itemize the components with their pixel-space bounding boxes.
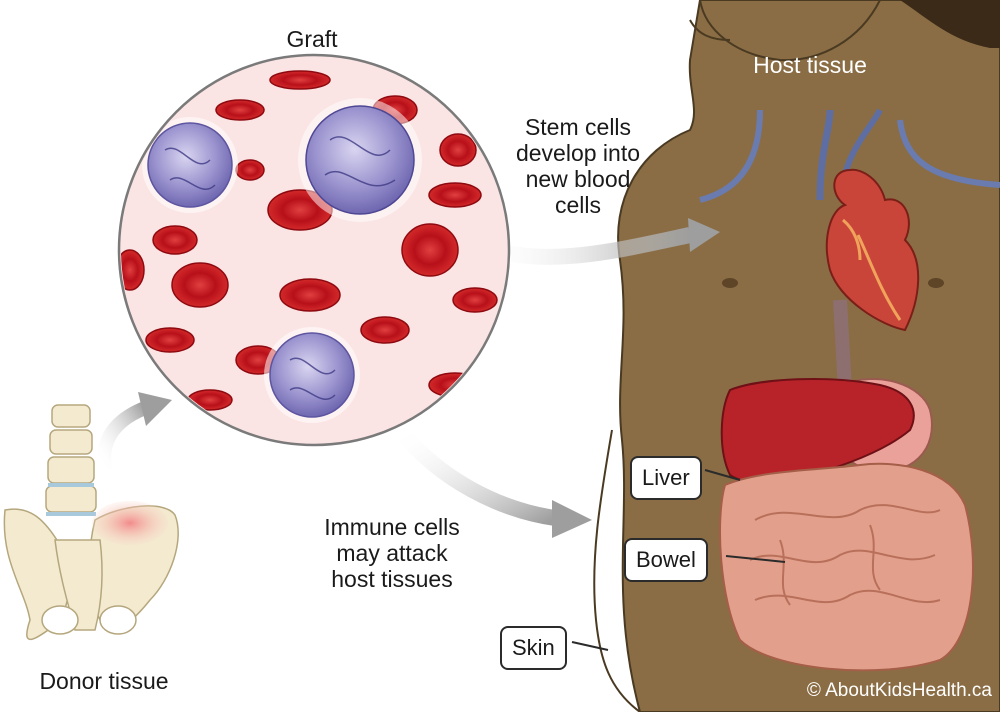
liver-callout: Liver	[630, 456, 702, 500]
heart	[825, 168, 920, 332]
stem-cells	[142, 98, 422, 423]
immune-cells-caption: Immune cells may attack host tissues	[292, 514, 492, 592]
host-tissue-label: Host tissue	[753, 52, 867, 78]
stem-caption-line-4: cells	[554, 192, 601, 218]
graft-circle	[117, 53, 511, 447]
immune-caption-line-3: host tissues	[331, 566, 453, 592]
stem-caption-line-1: Stem cells	[524, 114, 632, 140]
bowel	[719, 462, 974, 672]
arrow-head-graft	[138, 392, 172, 426]
pelvis-spine	[3, 404, 179, 641]
copyright-text: © AboutKidsHealth.ca	[806, 680, 992, 701]
bowel-callout: Bowel	[624, 538, 708, 582]
bone-marrow-site	[92, 501, 168, 545]
arrow-head-immune	[552, 500, 592, 538]
donor-tissue-label: Donor tissue	[39, 668, 169, 694]
liver	[720, 378, 915, 484]
immune-caption-line-1: Immune cells	[324, 514, 460, 540]
immune-caption-line-2: may attack	[336, 540, 448, 566]
skin-callout: Skin	[500, 626, 567, 670]
stem-caption-line-2: develop into	[515, 140, 641, 166]
callout-pointers	[571, 469, 786, 651]
stem-cells-caption: Stem cells develop into new blood cells	[488, 114, 668, 218]
arrow-head-stem	[688, 218, 720, 252]
stem-caption-line-3: new blood	[525, 166, 631, 192]
graft-label: Graft	[286, 26, 338, 52]
